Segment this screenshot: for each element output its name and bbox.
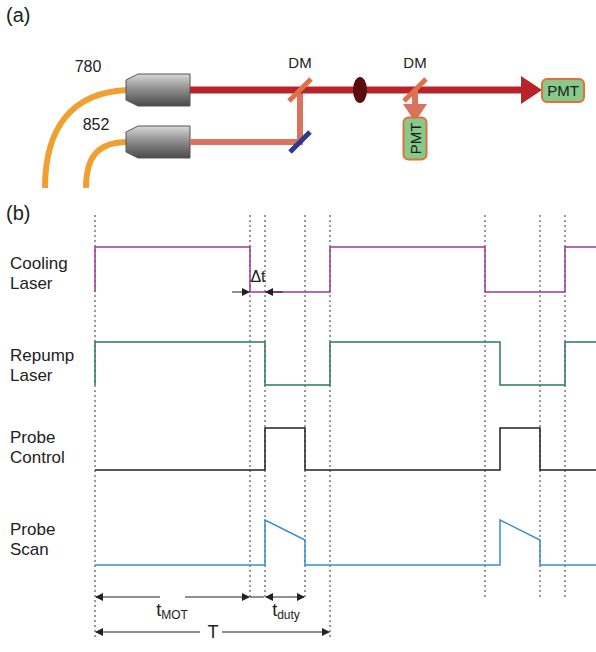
- subscript: duty: [277, 609, 300, 623]
- panel-label: (b): [6, 202, 30, 225]
- signal-name: Probe Scan: [10, 520, 88, 559]
- signal-name: Repump Laser: [10, 346, 88, 385]
- time-label: Δt: [250, 268, 265, 286]
- time-label: t: [156, 600, 161, 621]
- wavelength-label: 852: [83, 116, 110, 134]
- panel-label: (a): [6, 4, 30, 27]
- signal-name: Probe Control: [10, 428, 88, 467]
- time-label: t: [272, 600, 277, 621]
- subscript: MOT: [161, 609, 188, 623]
- time-label: T: [206, 622, 221, 643]
- detector-box: PMT: [541, 78, 585, 103]
- optic-label: DM: [288, 54, 311, 71]
- detector-box: PMT: [403, 116, 428, 160]
- signal-name: Cooling Laser: [10, 254, 88, 293]
- optic-label: DM: [403, 54, 426, 71]
- detector-name: PMT: [407, 122, 424, 154]
- wavelength-label: 780: [75, 58, 102, 76]
- detector-name: PMT: [547, 82, 579, 99]
